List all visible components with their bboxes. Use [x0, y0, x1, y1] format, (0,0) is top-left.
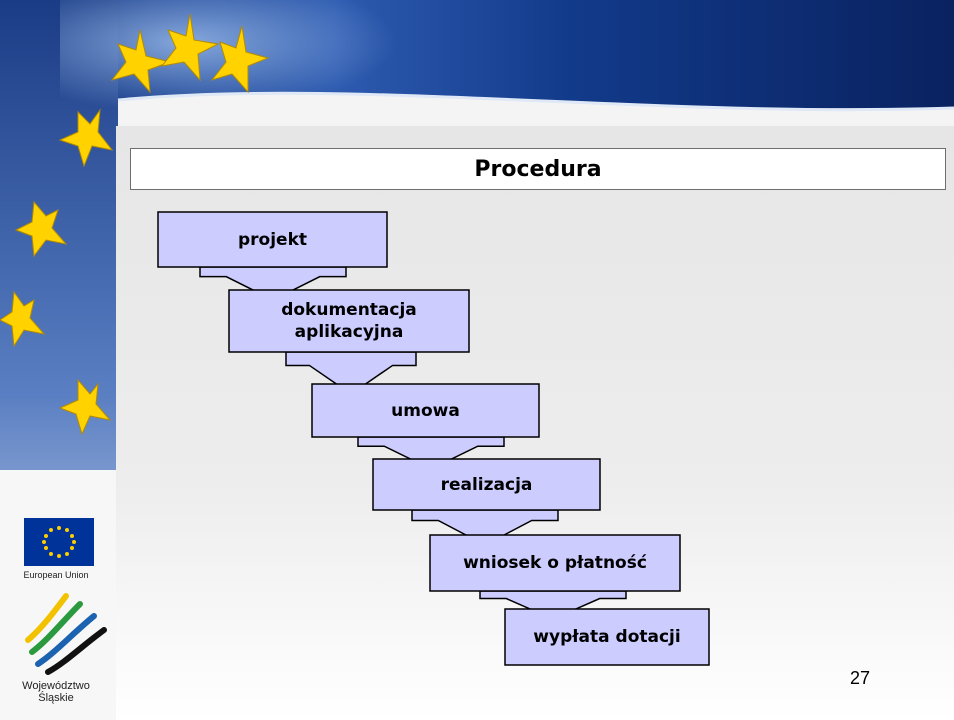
- step-label-wyplata-dotacji: wypłata dotacji: [533, 627, 681, 647]
- step-label-umowa: umowa: [391, 400, 460, 421]
- region-logo: [25, 593, 107, 675]
- procedure-flowchart: [157, 211, 710, 666]
- step-label-dokumentacja-aplikacyjna: dokumentacja aplikacyjna: [281, 300, 417, 342]
- star-icon: [110, 29, 172, 94]
- step-label-wniosek-o-platnosc: wniosek o płatność: [463, 553, 647, 573]
- step-box-umowa: [311, 383, 540, 438]
- star-icon: [160, 13, 220, 82]
- logo-area: [0, 470, 116, 720]
- eu-logo-caption: European Union: [23, 570, 89, 580]
- down-arrow-icon: [285, 351, 417, 395]
- page-number: 27: [850, 668, 871, 688]
- star-icon: [0, 290, 46, 348]
- step-label-realizacja: realizacja: [440, 474, 533, 495]
- step-box-dokumentacja-aplikacyjna: [228, 289, 470, 353]
- step-box-wyplata-dotacji: [504, 608, 710, 666]
- down-arrow-icon: [357, 436, 505, 470]
- banner-swoosh-edge: [117, 91, 954, 112]
- step-box-projekt: [157, 211, 388, 268]
- region-logo-caption: Województwo Śląskie: [22, 680, 90, 704]
- eu-stars-decoration: [0, 13, 270, 436]
- page-title: Procedura: [474, 156, 602, 182]
- step-label-projekt: projekt: [237, 229, 308, 250]
- star-icon: [58, 378, 112, 436]
- star-icon: [58, 108, 114, 168]
- down-arrow-icon: [411, 509, 559, 546]
- step-box-wniosek-o-platnosc: [429, 534, 681, 592]
- star-icon: [14, 200, 68, 258]
- title-box: [130, 148, 946, 190]
- star-icon: [210, 25, 270, 94]
- eu-flag-logo: [24, 518, 94, 566]
- step-box-realizacja: [372, 458, 601, 511]
- down-arrow-icon: [199, 266, 347, 301]
